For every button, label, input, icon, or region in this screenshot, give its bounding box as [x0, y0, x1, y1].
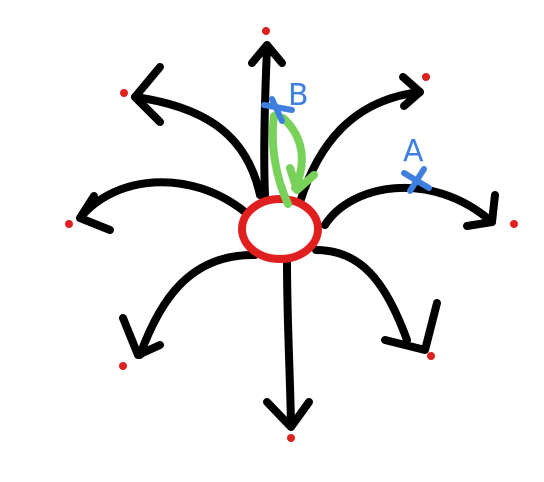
source-circle — [238, 195, 322, 263]
arrowhead-lower-right — [381, 299, 441, 354]
endpoint-dot-up — [262, 27, 270, 35]
arrowhead-right — [463, 191, 499, 230]
marker-b — [261, 96, 295, 124]
field-line-upper-left — [131, 93, 264, 199]
marker-a — [401, 166, 432, 194]
label-b: B — [288, 78, 309, 113]
endpoint-dot-upper-right — [422, 73, 430, 81]
field-line-right — [321, 183, 496, 229]
field-line-left — [76, 178, 249, 222]
field-line-lower-right — [312, 246, 411, 344]
arrowhead-up — [248, 41, 286, 67]
endpoint-dot-lower-right — [427, 352, 435, 360]
arrowhead-upper-left — [131, 63, 164, 126]
path-arrow — [268, 112, 292, 208]
arrowhead-lower-left — [119, 314, 164, 359]
endpoint-dot-left — [65, 220, 73, 228]
endpoint-dot-lower-left — [119, 362, 127, 370]
endpoint-dot-upper-left — [120, 89, 128, 97]
field-line-lower-left — [136, 250, 259, 359]
endpoint-dot-down — [287, 434, 295, 442]
arrowhead-upper-right — [399, 73, 424, 110]
arrowhead-left — [76, 192, 114, 234]
label-a: A — [403, 134, 424, 169]
field-line-up — [260, 44, 271, 199]
path-arrowhead — [286, 164, 318, 194]
field-line-down — [283, 258, 295, 429]
arrowhead-down — [263, 398, 313, 431]
endpoint-dot-right — [510, 220, 518, 228]
